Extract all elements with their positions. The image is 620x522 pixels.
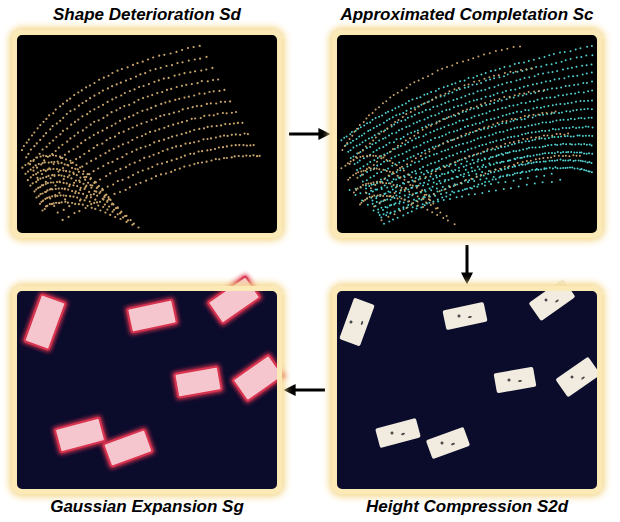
panel-heading: Gaussian Expansion Sg [0, 497, 302, 517]
object-box [426, 427, 470, 459]
object-box [103, 429, 153, 467]
object-box [174, 366, 221, 397]
object-box [208, 276, 261, 324]
object-box [451, 442, 455, 445]
object-box [127, 299, 177, 332]
point-dots [341, 47, 580, 225]
object-box [172, 364, 224, 400]
bev-boxes [339, 279, 601, 459]
object-box [494, 367, 537, 394]
object-box [544, 298, 548, 302]
object-box [507, 378, 510, 381]
flow-arrow [289, 389, 325, 392]
panel-heading: Approximated Completation Sc [312, 5, 620, 25]
gaussian-boxes [22, 273, 287, 469]
object-box [375, 418, 421, 448]
image-panel: Gaussian Expansion Sg [12, 286, 282, 494]
object-box [233, 355, 284, 402]
object-box [555, 357, 600, 398]
object-box [468, 316, 472, 319]
object-box [339, 298, 375, 347]
image-panel: Approximated Completation Sc [332, 30, 602, 238]
panel-frame [12, 30, 282, 238]
image-panel: Shape Deterioration Sd [12, 30, 282, 238]
object-box [555, 299, 559, 303]
object-box [55, 417, 106, 452]
object-box [205, 273, 263, 326]
panel-frame [332, 286, 602, 494]
object-box [390, 431, 394, 435]
panel-ground [335, 289, 599, 491]
panel-heading: Shape Deterioration Sd [0, 5, 302, 25]
point-clouds [22, 46, 593, 228]
object-box [24, 294, 66, 350]
image-panel: Height Compression S2d [332, 286, 602, 494]
flow-arrow [289, 133, 325, 136]
object-box [518, 380, 522, 383]
panel-frame [12, 286, 282, 494]
object-box [442, 302, 487, 330]
object-box [570, 375, 574, 379]
object-box [349, 320, 353, 324]
panel-frame [332, 30, 602, 238]
point-dots [22, 46, 260, 228]
object-box [457, 314, 461, 318]
object-box [401, 433, 405, 436]
object-box [440, 441, 444, 445]
object-box [22, 291, 69, 352]
object-box [581, 376, 585, 380]
object-box [101, 427, 156, 470]
panel-ground [335, 33, 599, 235]
panel-heading: Height Compression S2d [312, 497, 620, 517]
flow-arrow [466, 245, 469, 279]
panel-ground [15, 33, 279, 235]
object-box [360, 321, 363, 325]
point-dots [341, 46, 592, 224]
object-box [52, 415, 108, 455]
object-box [125, 297, 180, 335]
